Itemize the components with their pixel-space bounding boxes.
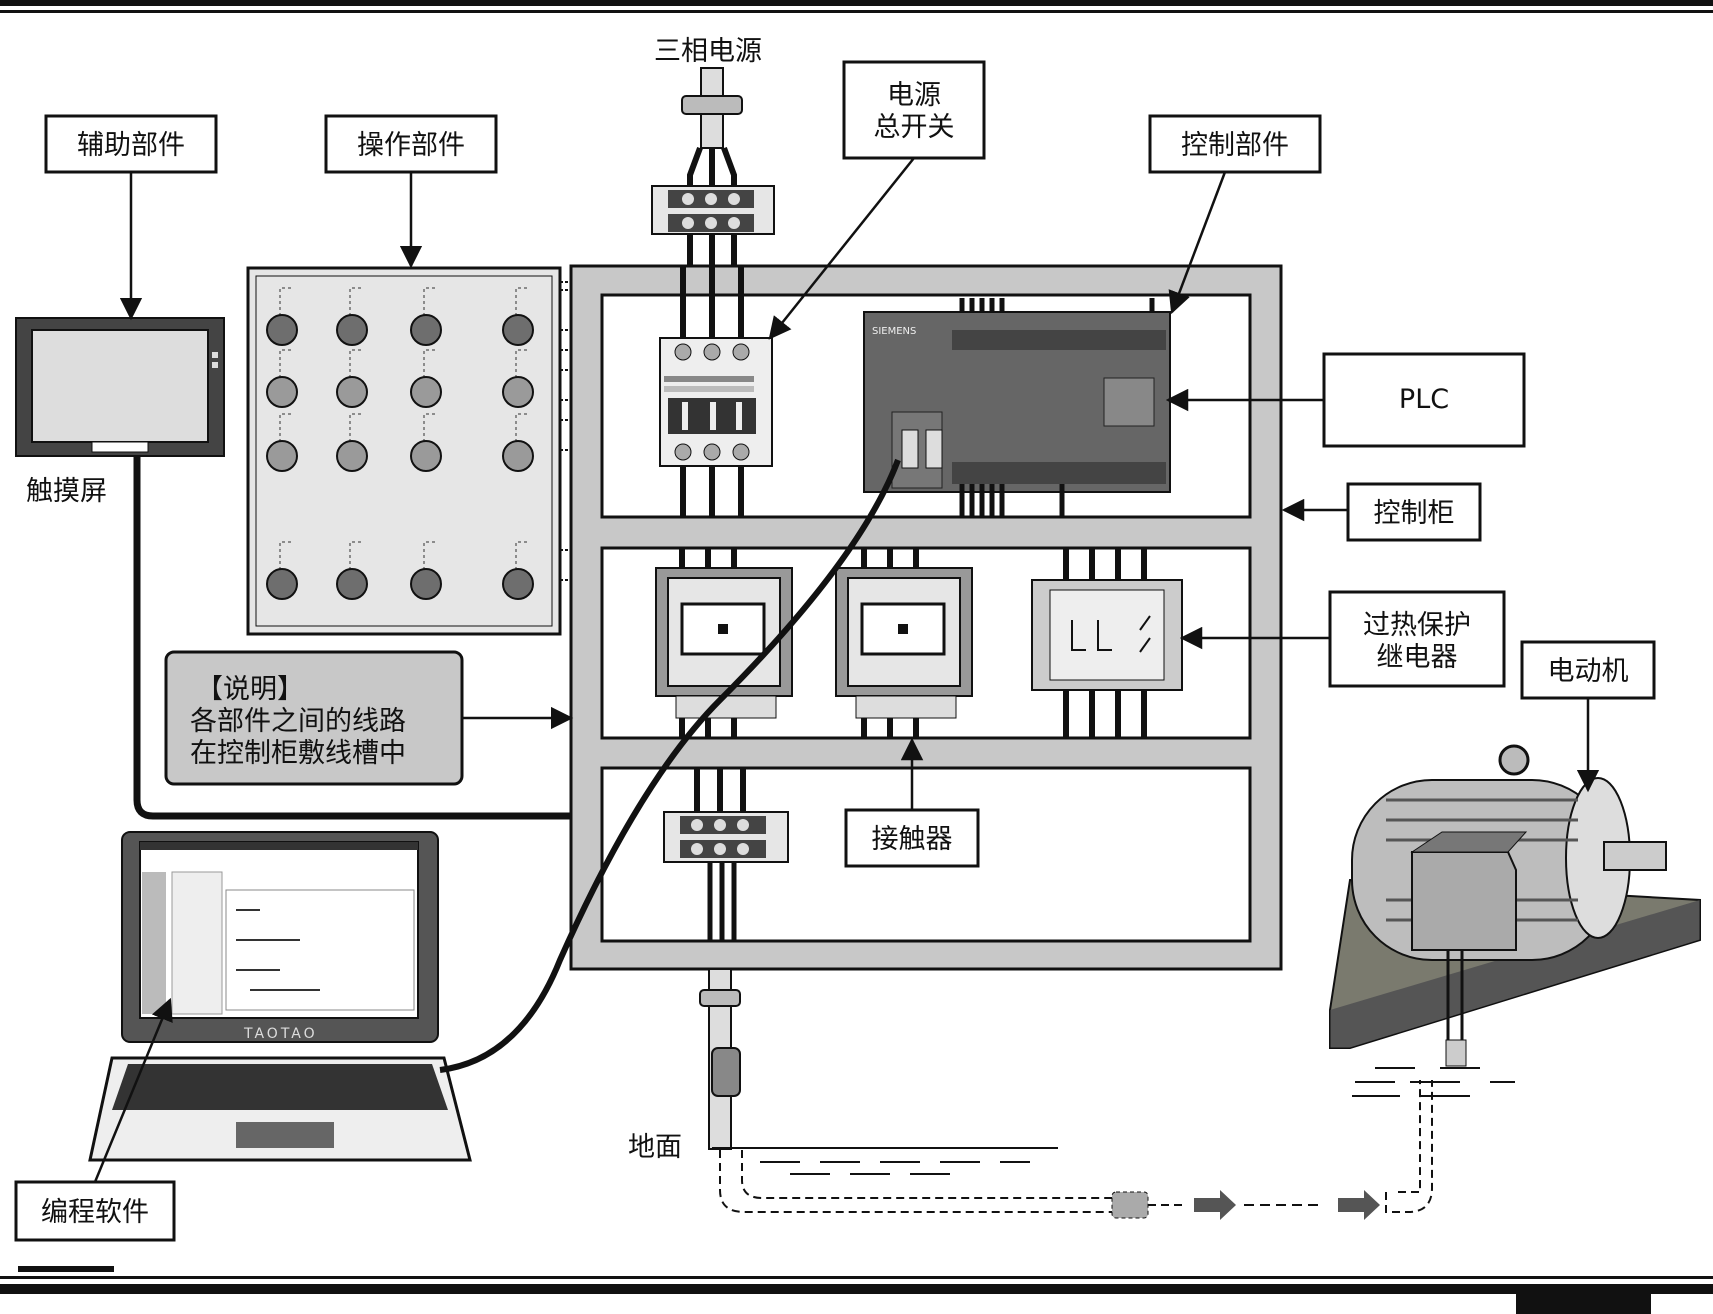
label-power-source: 三相电源 (654, 36, 762, 67)
panel-button (410, 568, 442, 600)
panel-button (336, 314, 368, 346)
svg-text:继电器: 继电器 (1377, 642, 1458, 673)
label-operation-parts: 操作部件 (324, 114, 498, 269)
svg-text:过热保护: 过热保护 (1363, 610, 1471, 641)
svg-text:辅助部件: 辅助部件 (77, 130, 185, 161)
button-wire (423, 287, 436, 316)
panel-button (410, 440, 442, 472)
motor-cable (699, 968, 1433, 1220)
panel-button (502, 568, 534, 600)
button-panel-icon (246, 266, 571, 636)
touch-screen-icon (15, 317, 225, 457)
label-control-cabinet: 控制柜 (1281, 482, 1482, 542)
button-wire (279, 541, 292, 570)
label-programming-software: 编程软件 (14, 997, 176, 1242)
label-motor: 电动机 (1520, 640, 1656, 793)
svg-text:电源: 电源 (887, 80, 941, 111)
label-control-parts: 控制部件 (1148, 114, 1322, 315)
thermal-relay-icon (1031, 548, 1183, 738)
svg-text:操作部件: 操作部件 (357, 130, 465, 161)
panel-button (410, 314, 442, 346)
svg-text:控制部件: 控制部件 (1181, 130, 1289, 161)
label-ground: 地面 (628, 1132, 682, 1163)
label-main-switch: 电源 总开关 (768, 60, 986, 340)
button-wire (515, 287, 528, 316)
label-note: 【说明】 各部件之间的线路 在控制柜敷线槽中 (164, 650, 574, 786)
label-plc: PLC (1165, 352, 1526, 448)
panel-button (502, 314, 534, 346)
panel-button (336, 440, 368, 472)
button-wire (349, 287, 362, 316)
button-wire (515, 349, 528, 378)
label-thermal-relay: 过热保护 继电器 (1179, 590, 1506, 688)
ground-line (712, 1067, 1515, 1175)
panel-button (266, 440, 298, 472)
button-wire (349, 541, 362, 570)
button-wire (349, 413, 362, 442)
touch-screen-cable (133, 456, 571, 820)
button-wire (423, 349, 436, 378)
svg-text:地面: 地面 (628, 1132, 682, 1163)
svg-text:【说明】: 【说明】 (196, 674, 304, 705)
panel-button (502, 440, 534, 472)
svg-text:接触器: 接触器 (872, 824, 953, 855)
motor-icon (1329, 744, 1701, 1067)
power-cable-top (681, 67, 743, 265)
svg-text:控制柜: 控制柜 (1374, 498, 1455, 529)
panel-button (336, 568, 368, 600)
svg-text:触摸屏: 触摸屏 (26, 476, 107, 507)
circuit-breaker-icon (659, 266, 773, 517)
label-contactor: 接触器 (844, 737, 980, 868)
panel-button (266, 376, 298, 408)
label-touch-screen: 触摸屏 (26, 476, 107, 507)
panel-button (266, 314, 298, 346)
svg-text:编程软件: 编程软件 (41, 1197, 149, 1228)
contactor-icon (835, 548, 973, 738)
svg-text:三相电源: 三相电源 (654, 36, 762, 67)
plc-brand: SIEMENS (872, 326, 916, 337)
plc-icon: SIEMENS (863, 298, 1171, 517)
panel-button (410, 376, 442, 408)
button-wire (423, 541, 436, 570)
button-wire (515, 413, 528, 442)
svg-text:电动机: 电动机 (1548, 656, 1629, 687)
svg-text:PLC: PLC (1399, 384, 1449, 415)
button-wire (349, 349, 362, 378)
button-wire (279, 349, 292, 378)
button-wire (423, 413, 436, 442)
terminal-block-icon (651, 185, 775, 235)
svg-text:在控制柜敷线槽中: 在控制柜敷线槽中 (190, 738, 406, 769)
panel-button (336, 376, 368, 408)
button-wire (279, 413, 292, 442)
panel-button (266, 568, 298, 600)
svg-text:各部件之间的线路: 各部件之间的线路 (190, 706, 406, 737)
button-wire (515, 541, 528, 570)
svg-text:总开关: 总开关 (874, 112, 955, 143)
contactor-icon (655, 548, 793, 738)
terminal-block-icon (663, 768, 789, 941)
button-wire (279, 287, 292, 316)
panel-button (502, 376, 534, 408)
laptop-brand: TAOTAO (243, 1026, 318, 1042)
label-aux-parts: 辅助部件 (44, 114, 218, 321)
laptop-icon: TAOTAO (88, 458, 901, 1162)
